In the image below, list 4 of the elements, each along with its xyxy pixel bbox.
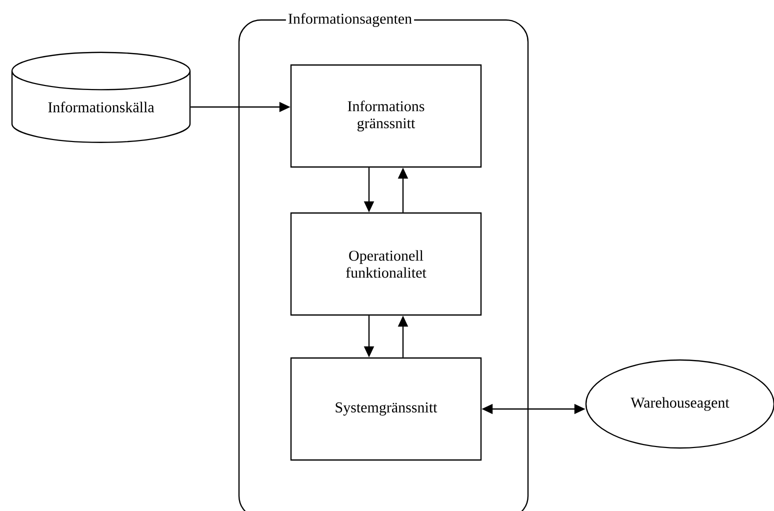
source-cylinder: Informationskälla — [11, 52, 191, 143]
process-box: Informations gränssnitt — [290, 64, 482, 168]
process-box: Systemgränssnitt — [290, 357, 482, 461]
process-box: Operationell funktionalitet — [290, 212, 482, 316]
